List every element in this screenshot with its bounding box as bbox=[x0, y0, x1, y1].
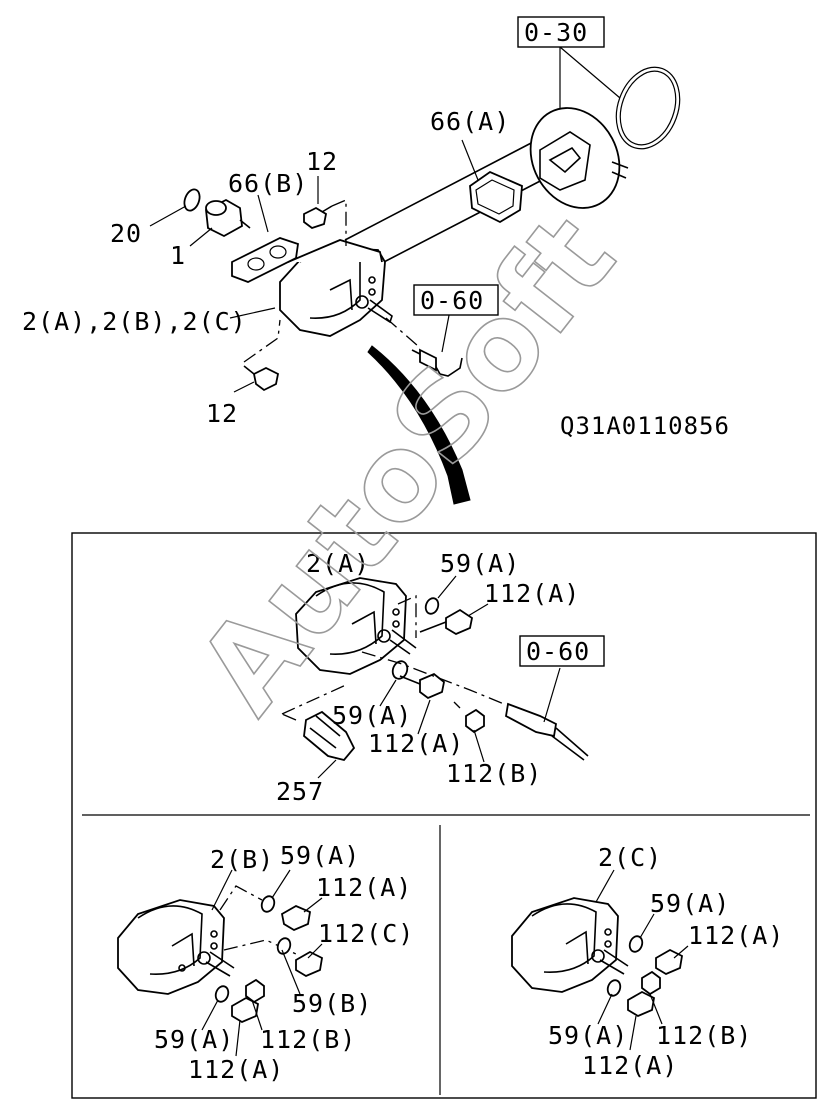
label-112a-b-lower: 112(A) bbox=[188, 1055, 284, 1084]
nut-112b-b bbox=[245, 978, 265, 1004]
label-59a-b-top: 59(A) bbox=[280, 841, 360, 870]
bolt-12-top bbox=[303, 205, 333, 230]
panel-a-labels: 2(A) 59(A) 112(A) 0-60 59(A) 112(A) 112(… bbox=[276, 549, 605, 806]
panel-a bbox=[281, 575, 589, 779]
sensor-cable bbox=[385, 317, 463, 377]
label-59a-c-top: 59(A) bbox=[650, 889, 730, 918]
bolt-12-bottom bbox=[243, 365, 280, 392]
panel-c-labels: 2(C) 59(A) 112(A) 59(A) 112(B) 112(A) bbox=[548, 843, 784, 1080]
label-112a-c-top: 112(A) bbox=[688, 921, 784, 950]
detail-frame bbox=[71, 532, 817, 1099]
label-112b-b: 112(B) bbox=[260, 1025, 356, 1054]
bolt-112a-c-top bbox=[655, 948, 683, 976]
label-112b: 112(B) bbox=[446, 759, 542, 788]
label-112b-c: 112(B) bbox=[656, 1021, 752, 1050]
label-12-bottom: 12 bbox=[206, 399, 238, 428]
sensor-probe bbox=[505, 702, 589, 761]
ref-030-label: 0-30 bbox=[524, 18, 588, 47]
ref-box-030 bbox=[517, 16, 605, 48]
panel-c bbox=[511, 869, 689, 1051]
label-66b: 66(B) bbox=[228, 169, 308, 198]
sensor-257 bbox=[303, 710, 356, 762]
label-1: 1 bbox=[170, 241, 186, 270]
label-112a-top: 112(A) bbox=[484, 579, 580, 608]
upper-labels: 0-30 66(A) 12 66(B) 20 1 2(A),2(B),2(C) … bbox=[22, 16, 730, 440]
actuator-2a bbox=[295, 577, 417, 675]
label-112a-b-top: 112(A) bbox=[316, 873, 412, 902]
ref-060-detail-label: 0-60 bbox=[526, 637, 590, 666]
o-ring bbox=[615, 66, 681, 150]
upper-assembly bbox=[149, 46, 681, 505]
ref-box-060-upper bbox=[413, 284, 499, 316]
gasket-66a bbox=[469, 170, 523, 224]
nut-112b bbox=[465, 708, 485, 734]
nut-112b-c bbox=[641, 970, 661, 996]
label-66a: 66(A) bbox=[430, 107, 510, 136]
label-59a-c-lower: 59(A) bbox=[548, 1021, 628, 1050]
detail-arrow bbox=[367, 345, 471, 505]
ref-box-060-detail bbox=[519, 635, 605, 667]
label-112a-lower: 112(A) bbox=[368, 729, 464, 758]
panel-b-labels: 2(B) 59(A) 112(A) 112(C) 59(B) 59(A) 112… bbox=[154, 841, 414, 1084]
bolt-112a-lower bbox=[399, 672, 445, 700]
bolt-112a-b-lower bbox=[231, 996, 259, 1024]
actuator-2b bbox=[117, 899, 235, 995]
washer-20 bbox=[183, 188, 201, 212]
label-59b: 59(B) bbox=[292, 989, 372, 1018]
label-112a-c-lower: 112(A) bbox=[582, 1051, 678, 1080]
panel-b bbox=[117, 869, 323, 1057]
label-2b: 2(B) bbox=[210, 845, 274, 874]
label-20: 20 bbox=[110, 219, 142, 248]
ref-060-upper-label: 0-60 bbox=[420, 286, 484, 315]
label-257: 257 bbox=[276, 777, 324, 806]
bolt-112a-b-top bbox=[280, 904, 312, 932]
bolt-112a-c-lower bbox=[627, 990, 655, 1018]
label-12-top: 12 bbox=[306, 147, 338, 176]
plate-66b bbox=[231, 237, 299, 283]
label-2c: 2(C) bbox=[598, 843, 662, 872]
diagram-code: Q31A0110856 bbox=[560, 412, 730, 440]
bolt-112a-top bbox=[419, 608, 474, 636]
label-59a-top: 59(A) bbox=[440, 549, 520, 578]
bolt-112c bbox=[295, 950, 323, 978]
label-112c: 112(C) bbox=[318, 919, 414, 948]
label-2abc: 2(A),2(B),2(C) bbox=[22, 307, 247, 336]
label-2a: 2(A) bbox=[306, 549, 370, 578]
label-59a-b-lower: 59(A) bbox=[154, 1025, 234, 1054]
label-59a-lower: 59(A) bbox=[332, 701, 412, 730]
actuator-2c bbox=[511, 897, 629, 993]
sensor-part-1 bbox=[205, 198, 251, 238]
flange-plate bbox=[529, 107, 629, 209]
